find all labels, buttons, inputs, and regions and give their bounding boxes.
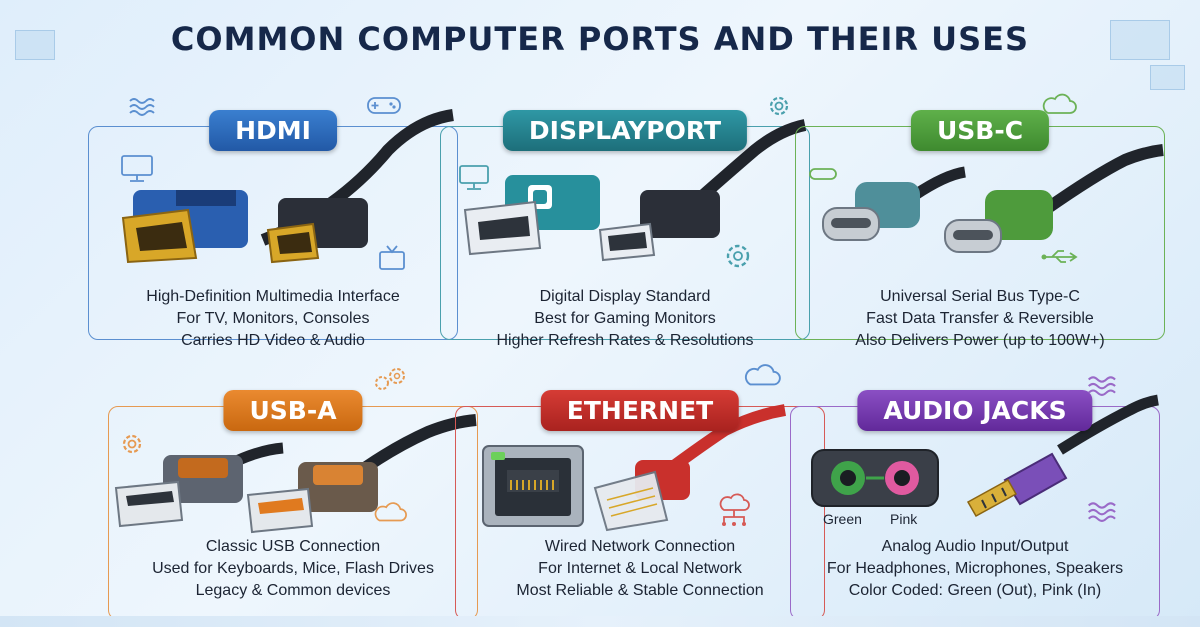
hdmi-connector-illustration bbox=[121, 109, 455, 264]
card-description: Digital Display Standard Best for Gaming… bbox=[440, 286, 810, 352]
cloud-icon bbox=[744, 364, 781, 386]
card-title-badge: DISPLAYPORT bbox=[502, 110, 748, 151]
description-line: Legacy & Common devices bbox=[195, 582, 391, 599]
gamepad-icon bbox=[367, 97, 401, 114]
description-line: Digital Display Standard bbox=[539, 288, 711, 305]
card-title-badge: ETHERNET bbox=[540, 390, 740, 431]
monitor-icon bbox=[459, 165, 489, 190]
gear-icon bbox=[122, 434, 142, 454]
decorative-square bbox=[15, 30, 55, 60]
cloud-icon bbox=[374, 502, 407, 522]
description-line: For TV, Monitors, Consoles bbox=[176, 310, 370, 327]
waves-icon bbox=[1088, 502, 1116, 522]
usb-a-connector-illustration bbox=[114, 414, 477, 534]
description-line: High-Definition Multimedia Interface bbox=[146, 288, 400, 305]
footer-strip bbox=[0, 616, 1200, 627]
description-line: Color Coded: Green (Out), Pink (In) bbox=[848, 582, 1102, 599]
description-line: Higher Refresh Rates & Resolutions bbox=[496, 332, 754, 349]
description-line: Most Reliable & Stable Connection bbox=[516, 582, 764, 599]
tv-icon bbox=[379, 245, 405, 270]
decorative-square bbox=[1110, 20, 1170, 60]
page-title: COMMON COMPUTER PORTS AND THEIR USES bbox=[170, 20, 1030, 58]
cloud-icon bbox=[1042, 93, 1077, 114]
card-description: Wired Network Connection For Internet & … bbox=[455, 536, 825, 602]
card-usb-c: USB-C Universal Serial Bus Type-C Fast D… bbox=[795, 90, 1165, 349]
description-line: Fast Data Transfer & Reversible bbox=[866, 310, 1094, 327]
waves-icon bbox=[129, 98, 155, 116]
card-description: Analog Audio Input/Output For Headphones… bbox=[790, 536, 1160, 602]
card-hdmi: HDMI High-Definition Multimedia Interfac… bbox=[88, 90, 458, 349]
description-line: Carries HD Video & Audio bbox=[181, 332, 365, 349]
pink-jack-label: Pink bbox=[890, 511, 918, 527]
description-line: Analog Audio Input/Output bbox=[881, 538, 1069, 555]
description-line: For Headphones, Microphones, Speakers bbox=[826, 560, 1124, 577]
card-description: High-Definition Multimedia Interface For… bbox=[88, 286, 458, 352]
ethernet-connector-illustration bbox=[482, 404, 787, 532]
green-jack-label: Green bbox=[823, 511, 862, 527]
card-description: Universal Serial Bus Type-C Fast Data Tr… bbox=[795, 286, 1165, 352]
card-description: Classic USB Connection Used for Keyboard… bbox=[108, 536, 478, 602]
decorative-square bbox=[1150, 65, 1185, 90]
displayport-connector-illustration bbox=[463, 119, 807, 262]
usb-c-connector-illustration bbox=[822, 144, 1164, 253]
card-displayport: DISPLAYPORT Digital Display Standard Bes… bbox=[440, 90, 810, 349]
description-line: For Internet & Local Network bbox=[538, 560, 742, 577]
description-line: Universal Serial Bus Type-C bbox=[880, 288, 1080, 305]
monitor-icon bbox=[121, 155, 153, 182]
card-audio-jacks: Green Pink AUDIO JACKS Analog Audio Inpu… bbox=[790, 370, 1160, 620]
description-line: Also Delivers Power (up to 100W+) bbox=[855, 332, 1105, 349]
gears-icon bbox=[375, 368, 405, 390]
audio-jack-illustration bbox=[811, 394, 1159, 518]
card-title-badge: HDMI bbox=[209, 110, 337, 151]
description-line: Classic USB Connection bbox=[205, 538, 381, 555]
card-title-badge: AUDIO JACKS bbox=[857, 390, 1093, 431]
card-title-badge: USB-C bbox=[910, 110, 1050, 151]
description-line: Wired Network Connection bbox=[544, 538, 736, 555]
gear-icon bbox=[726, 244, 750, 268]
usb-c-port-icon bbox=[809, 168, 837, 180]
gear-icon bbox=[769, 96, 789, 116]
network-cloud-icon bbox=[719, 493, 750, 526]
usb-symbol-icon bbox=[1041, 250, 1078, 263]
card-usb-a: USB-A Classic USB Connection Used for Ke… bbox=[108, 370, 478, 620]
card-title-badge: USB-A bbox=[223, 390, 363, 431]
card-ethernet: ETHERNET Wired Network Connection For In… bbox=[455, 370, 825, 620]
description-line: Best for Gaming Monitors bbox=[534, 310, 716, 327]
waves-icon bbox=[1088, 376, 1116, 396]
description-line: Used for Keyboards, Mice, Flash Drives bbox=[152, 560, 434, 577]
